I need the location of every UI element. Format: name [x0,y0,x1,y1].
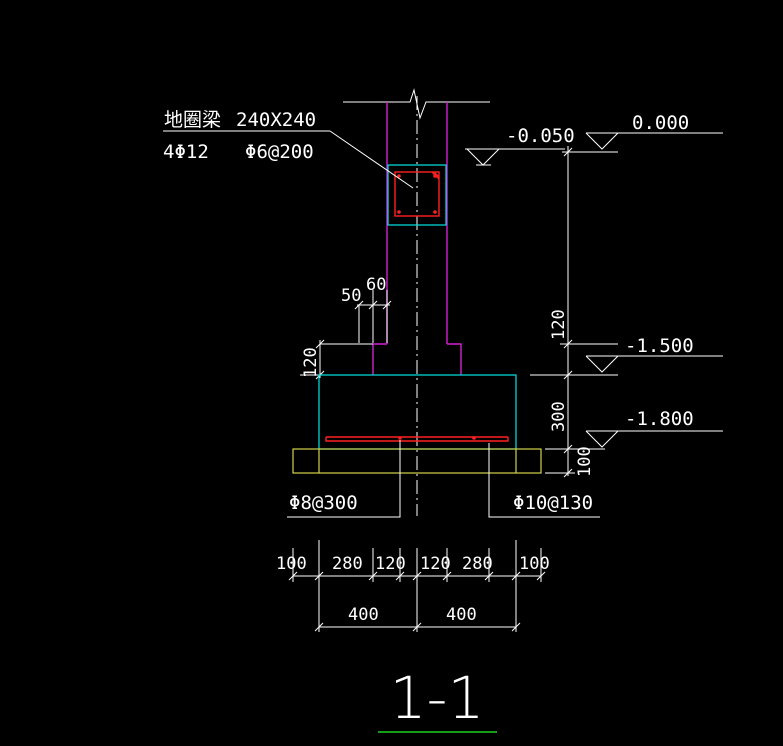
dim-row1-0: 100 [276,554,307,574]
dim-row2-0: 400 [348,605,379,625]
vertical-dim-chain [560,146,618,478]
footing-rebar [325,436,509,442]
footing-rebar-right: Φ10@130 [513,492,593,514]
ring-beam-name: 地圈梁 [164,109,221,131]
dim-row1-5: 100 [519,554,550,574]
cushion-layer [292,448,542,474]
dim-row1-4: 280 [462,554,493,574]
brick-wall [372,102,462,375]
horizontal-dims-row1 [288,540,546,632]
footing-rebar-left: Φ8@300 [289,492,358,514]
dim-row2-1: 400 [446,605,477,625]
wall-height-label: 120 [549,309,569,340]
ring-beam-section [387,164,447,226]
ring-beam-stirrup: Φ6@200 [245,141,314,163]
elevation-floor: 0.000 [632,112,689,134]
elevation-base-bottom: -1.800 [625,408,694,430]
dim-row1-3: 120 [420,554,451,574]
section-title: 1-1 [390,664,485,732]
elevation-markers [465,132,723,474]
step-offset-b: 60 [366,275,386,295]
cushion-height-label: 100 [575,446,595,477]
step-offset-a: 50 [341,286,361,306]
ring-beam-leader [163,130,414,189]
elevation-beam-top: -0.050 [506,125,575,147]
footing-rebar-leaders [287,440,600,518]
step-offset-dims [320,290,392,345]
horizontal-dims-row2 [314,622,521,632]
ring-beam-size: 240X240 [236,109,316,131]
dim-row1-1: 280 [332,554,363,574]
footing-height-label: 300 [549,401,569,432]
elevation-step-top: -1.500 [625,335,694,357]
ring-beam-main-rebar: 4Φ12 [163,141,209,163]
step-height-label: 120 [301,347,321,378]
dim-row1-2: 120 [375,554,406,574]
